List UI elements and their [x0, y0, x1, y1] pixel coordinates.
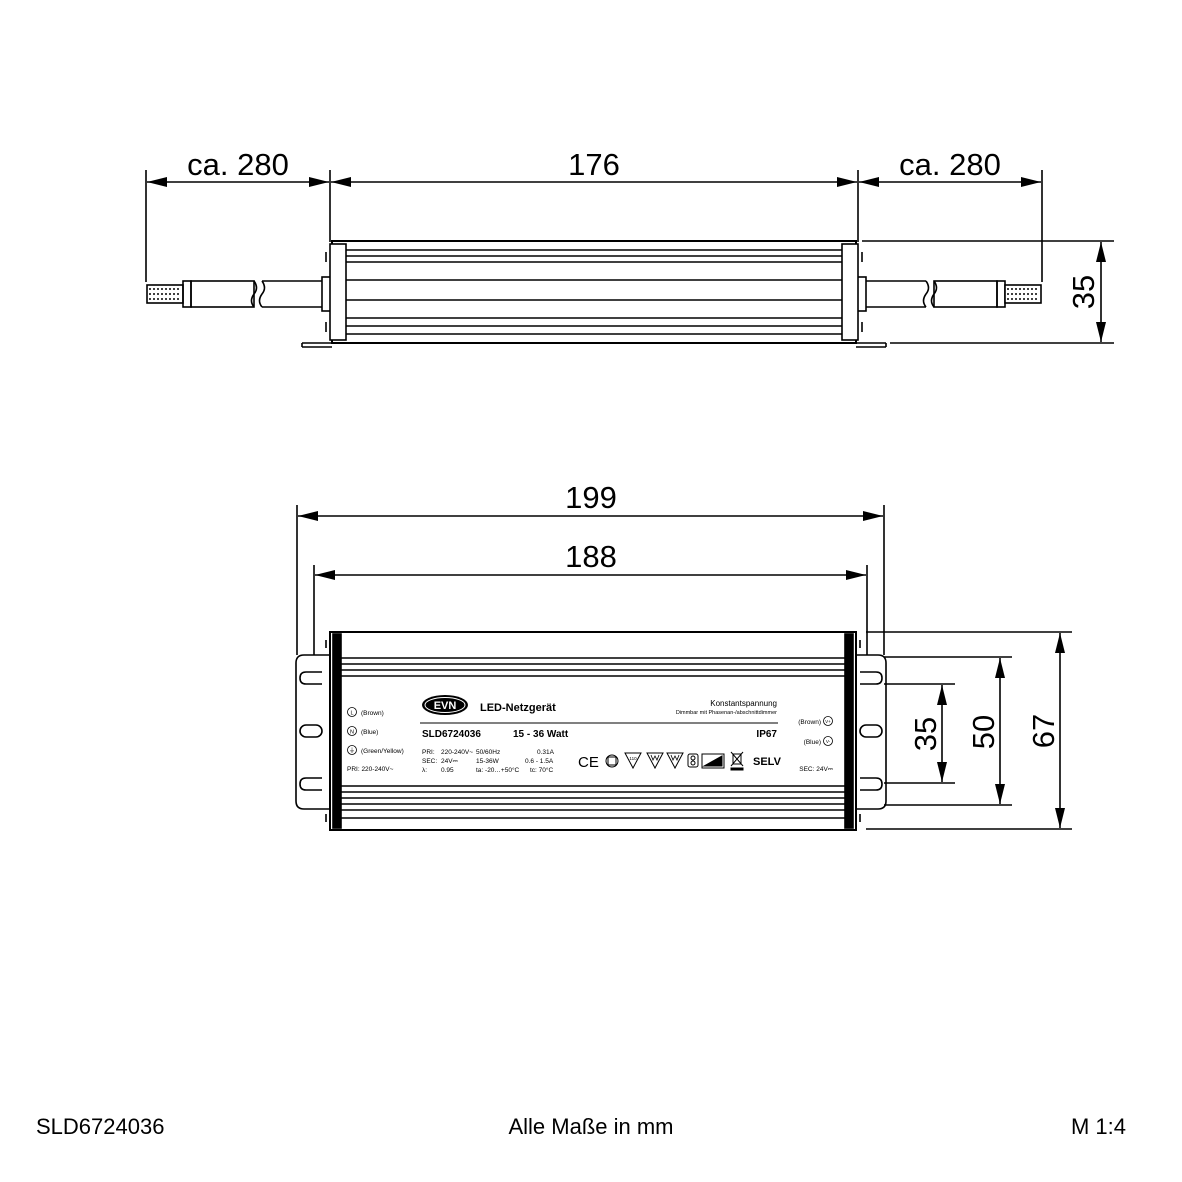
ce-mark: CE	[578, 754, 599, 771]
spec-pri-frequency: 50/60Hz	[476, 749, 500, 756]
spec-pri-current: 0.31A	[537, 749, 555, 756]
dim-side-height: 35	[1066, 275, 1101, 309]
svg-text:110: 110	[629, 756, 637, 761]
label-model: SLD6724036	[422, 729, 481, 740]
wire-name: (Green/Yellow)	[361, 748, 404, 755]
wire-symbol: L	[350, 711, 353, 717]
wire-symbol: V+	[825, 719, 831, 724]
label-mode-line1: Konstantspannung	[710, 699, 777, 708]
dim-overall-length: 199	[565, 480, 617, 515]
weee-bin-icon	[730, 751, 744, 771]
left-cable	[146, 276, 333, 312]
dimmer-type-icon	[701, 753, 725, 769]
label-mode-line2: Dimmbar mit Phasenan-/abschnittdimmer	[676, 710, 777, 716]
dim-mount-spacing: 188	[565, 539, 617, 574]
label-product-name: LED-Netzgerät	[480, 702, 556, 714]
spec-sec-watt: 15-36W	[476, 758, 500, 765]
right-rating: SEC: 24V⎓	[799, 766, 833, 773]
dim-body-length: 176	[568, 147, 620, 182]
svg-text:EVN: EVN	[434, 700, 457, 712]
brand-logo: EVN	[422, 695, 468, 715]
enec-mark-icon	[605, 754, 619, 768]
top-view	[295, 505, 1072, 831]
dim-overall-width: 67	[1026, 714, 1061, 748]
transformer-icon	[687, 753, 699, 768]
dim-slot-spacing: 35	[908, 717, 943, 751]
dim-right-cable-length: ca. 280	[899, 147, 1001, 182]
spec-ambient-temp: ta: -20…+50°C	[476, 766, 520, 774]
dim-left-cable-length: ca. 280	[187, 147, 289, 182]
label-power: 15 - 36 Watt	[513, 729, 569, 740]
right-cable	[855, 276, 1042, 312]
footer-units-note: Alle Maße in mm	[508, 1114, 674, 1139]
spec-sec-value: 24V⎓	[441, 758, 458, 765]
footer-scale: M 1:4	[1070, 1114, 1126, 1139]
dim-body-width: 50	[966, 715, 1001, 749]
left-rating: PRI: 220-240V~	[347, 766, 394, 773]
spec-pri-key: PRI:	[422, 749, 435, 756]
wire-symbol: N	[350, 730, 354, 736]
right-wire-legend: (Brown) V+ (Blue) V- SEC: 24V⎓	[798, 716, 833, 773]
certification-symbols: CE 110	[578, 751, 782, 771]
furniture-mark-2-icon	[666, 752, 684, 770]
right-mounting-flange	[856, 654, 887, 810]
top-housing	[325, 631, 861, 831]
spec-pri-value: 220-240V~	[441, 749, 473, 756]
side-housing	[301, 240, 887, 348]
wire-name: (Brown)	[798, 719, 821, 726]
spec-lambda-key: λ:	[422, 767, 427, 774]
wire-symbol: ⏚	[349, 748, 355, 755]
spec-case-temp: tc: 70°C	[530, 766, 553, 774]
furniture-mark-icon	[646, 752, 664, 770]
ta-triangle-icon: 110	[624, 752, 642, 770]
selv-mark: SELV	[753, 756, 782, 768]
wire-name: (Brown)	[361, 710, 384, 717]
left-wire-legend: L (Brown) N (Blue) ⏚ (Green/Yellow) PRI:…	[347, 707, 404, 773]
wire-symbol: V-	[826, 739, 831, 744]
product-label: EVN LED-Netzgerät Konstantspannung Dimmb…	[347, 695, 833, 774]
side-view	[145, 170, 1114, 348]
wire-name: (Blue)	[361, 729, 378, 736]
spec-sec-current: 0.6 - 1.5A	[525, 758, 554, 765]
spec-lambda-value: 0.95	[441, 767, 454, 774]
footer-article-number: SLD6724036	[36, 1114, 165, 1139]
spec-sec-key: SEC:	[422, 758, 437, 765]
wire-name: (Blue)	[804, 739, 821, 746]
left-mounting-flange	[295, 654, 330, 810]
label-ip-rating: IP67	[756, 729, 777, 740]
